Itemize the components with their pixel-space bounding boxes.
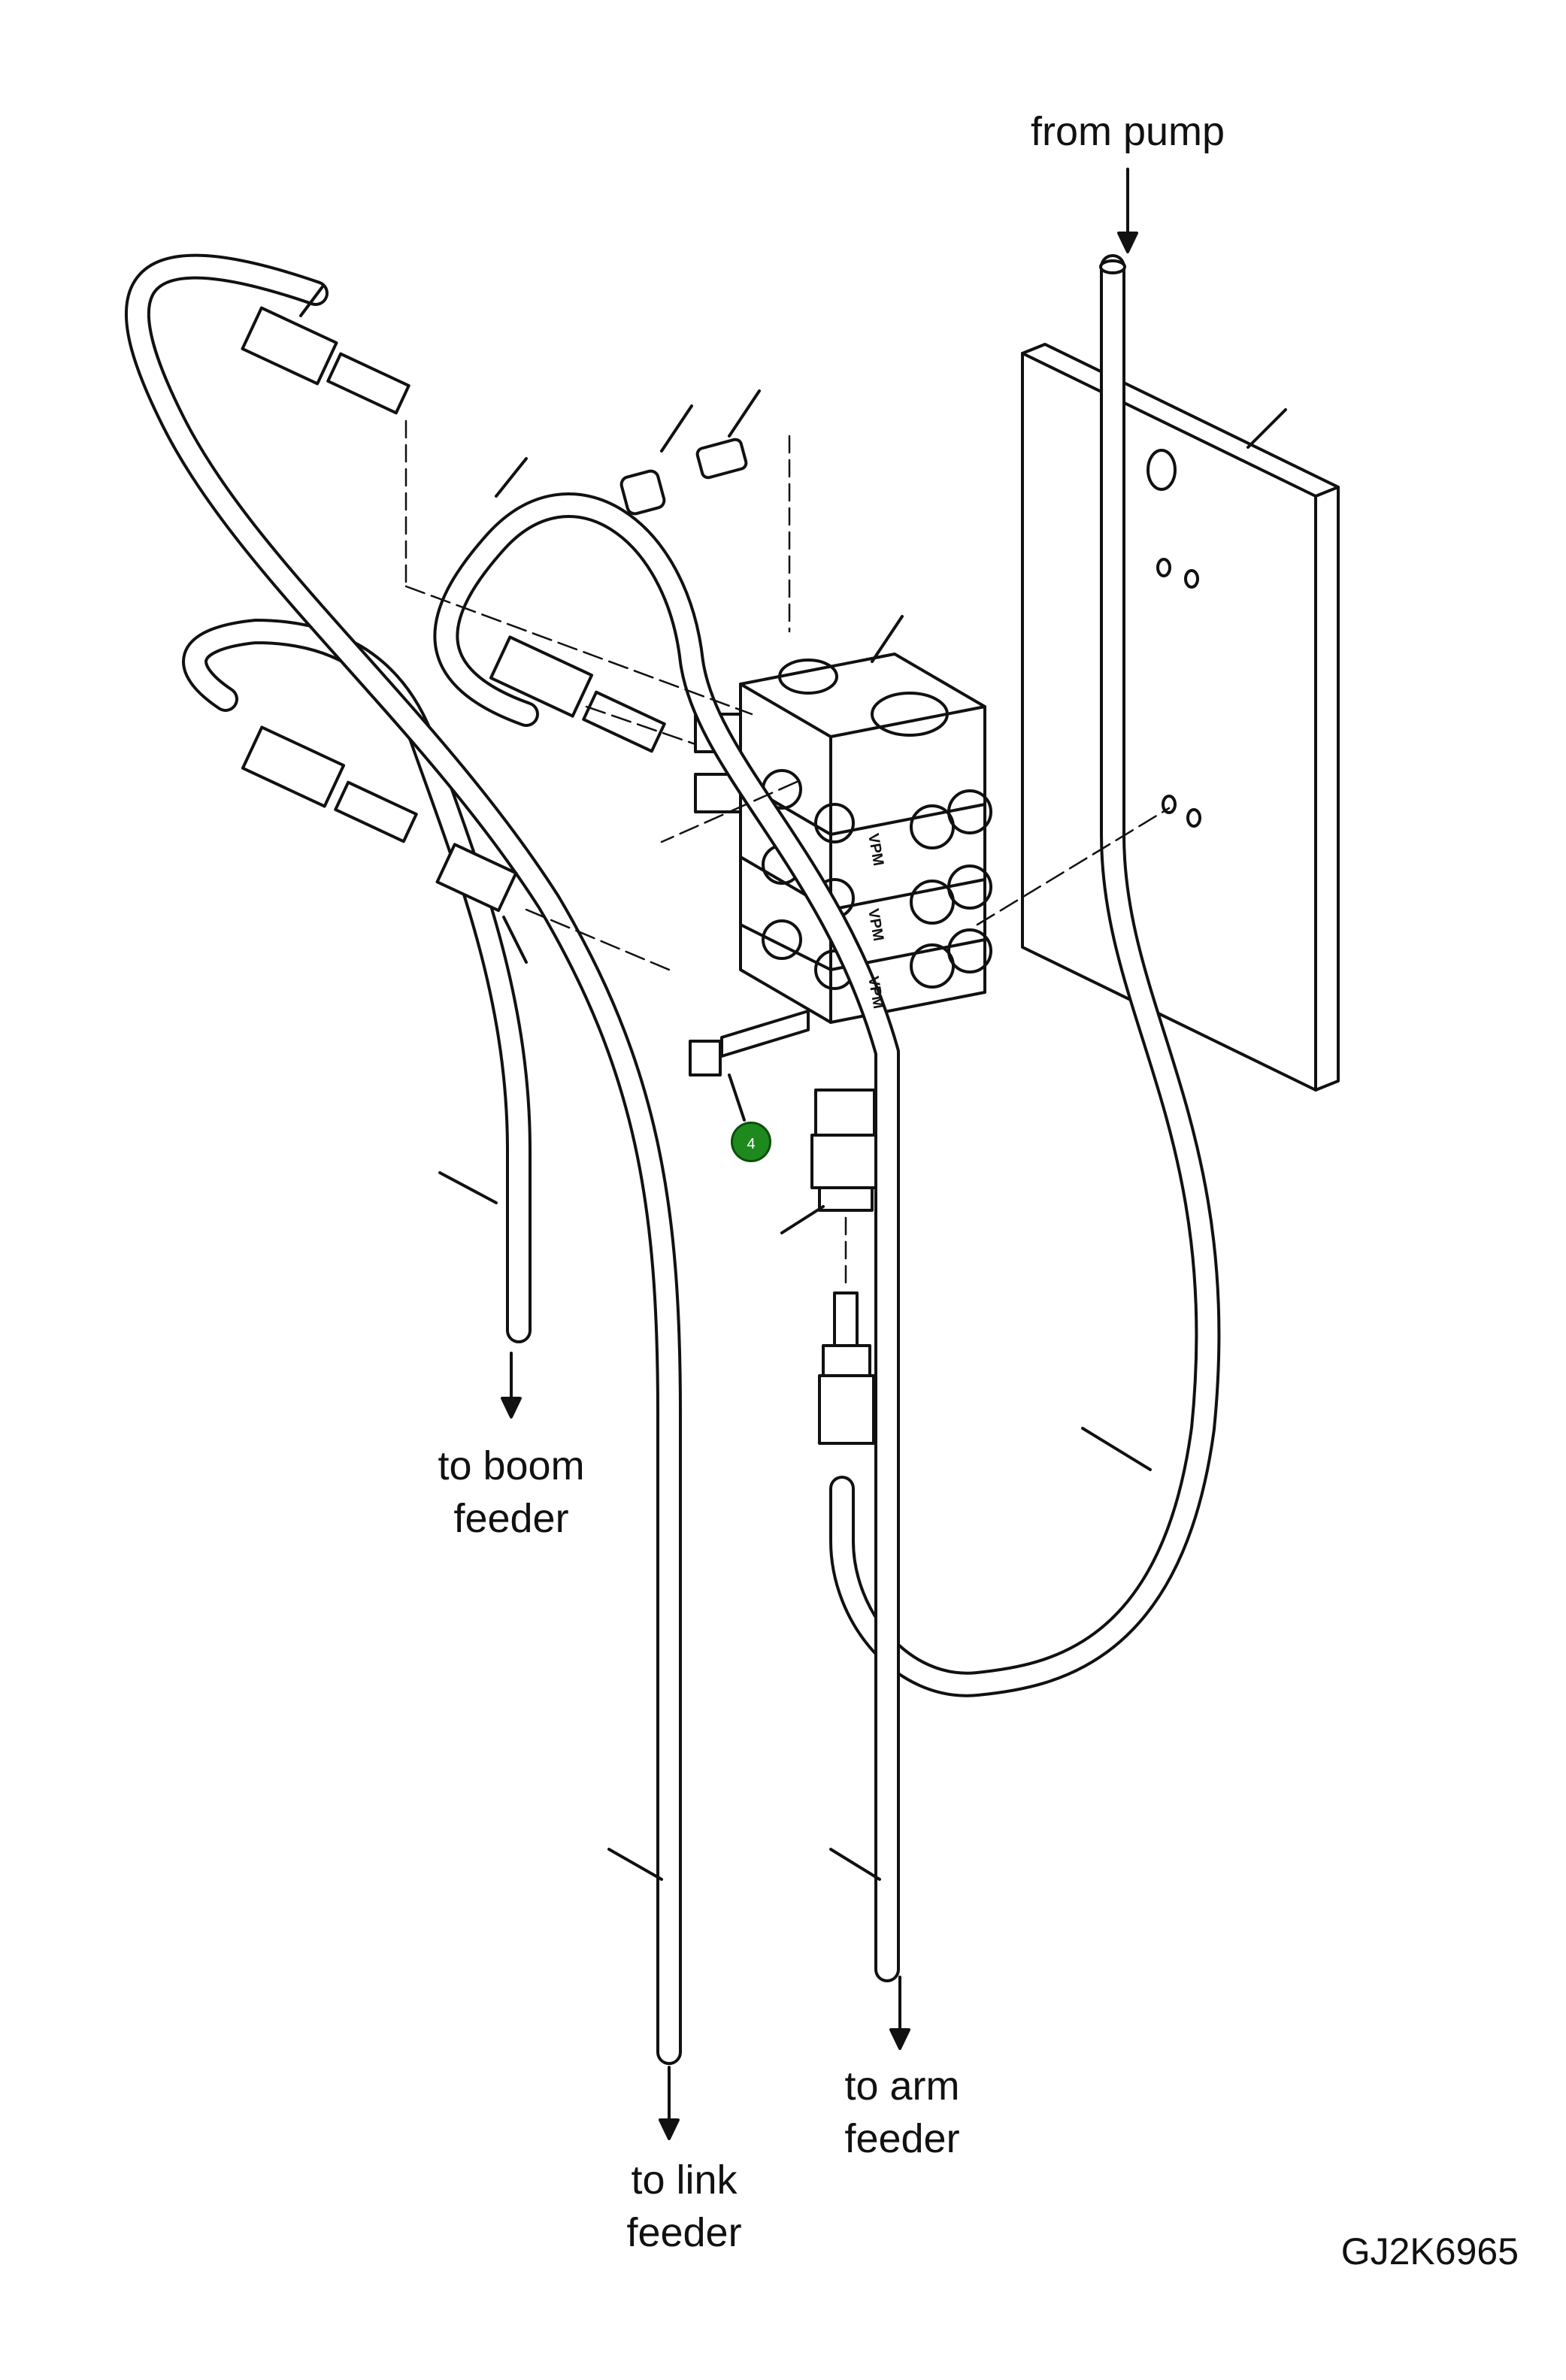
mounting-bolt — [689, 1010, 810, 1122]
label-to-link-line1: to link — [631, 2157, 738, 2203]
label-to-boom-feeder: to boom feeder — [391, 1440, 632, 1545]
label-to-arm-line2: feeder — [844, 2116, 960, 2161]
outlet-fitting-bottom — [780, 1089, 880, 1445]
link-feeder-tube — [125, 253, 682, 2065]
drawing-code: GJ2K6965 — [1340, 2230, 1519, 2273]
tube-fitting-upper — [241, 284, 410, 588]
tube-fitting-middle — [489, 635, 666, 753]
arrow-to-link — [659, 2066, 680, 2140]
plug-and-cap — [619, 389, 791, 633]
mounting-plate — [1021, 343, 1340, 1092]
label-from-pump: from pump — [1030, 109, 1225, 154]
arrow-from-pump — [1117, 168, 1138, 253]
tube-fitting-lower — [241, 725, 528, 964]
label-to-boom-line1: to boom — [438, 1443, 585, 1488]
label-to-boom-line2: feeder — [453, 1496, 569, 1541]
label-to-arm-line1: to arm — [844, 2064, 960, 2109]
arrow-to-boom — [501, 1352, 522, 1419]
callout-badge[interactable]: 4 — [731, 1122, 771, 1162]
label-to-link-line2: feeder — [626, 2210, 742, 2255]
arrow-to-arm — [889, 1976, 910, 2050]
label-to-link-feeder: to link feeder — [571, 2154, 797, 2259]
boom-feeder-tube — [182, 619, 532, 1343]
divider-valve-block — [694, 615, 992, 1024]
label-to-arm-feeder: to arm feeder — [797, 2060, 1007, 2165]
alignment-lines — [404, 585, 1171, 971]
arm-feeder-tube — [433, 457, 900, 1982]
